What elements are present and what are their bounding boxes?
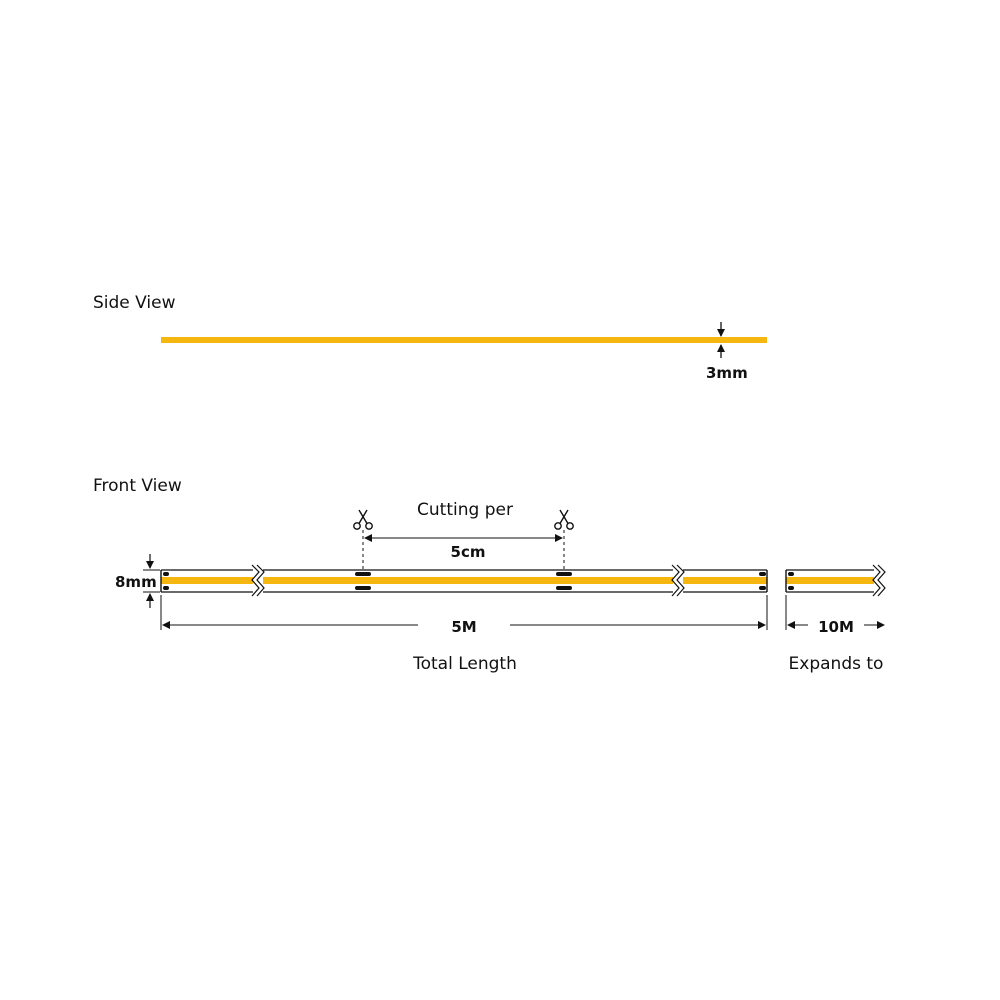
thickness-label: 3mm (706, 364, 748, 382)
end-pads-right (759, 572, 766, 590)
zigzag-break-icon (251, 564, 265, 597)
cutting-title: Cutting per (417, 500, 513, 520)
expand-length-dimension (785, 595, 885, 630)
end-pads-left (163, 572, 169, 590)
scissors-icon (353, 509, 373, 530)
total-length-dimension (160, 595, 768, 630)
expands-caption: Expands to (789, 654, 884, 674)
cut-pads-1 (355, 572, 371, 590)
expand-length-label: 10M (818, 618, 854, 636)
width-dimension (143, 554, 160, 608)
side-view-strip (161, 337, 767, 343)
length-label: 5M (451, 618, 476, 636)
front-view-title: Front View (93, 476, 182, 496)
expansion-strip (785, 569, 874, 593)
side-view-title: Side View (93, 293, 176, 313)
width-label: 8mm (115, 573, 157, 591)
total-length-caption: Total Length (412, 654, 517, 674)
cutting-interval-label: 5cm (451, 543, 486, 561)
cut-pads-2 (556, 572, 572, 590)
scissors-icon (554, 509, 574, 530)
front-view-strip (160, 569, 768, 593)
zigzag-break-icon (671, 564, 685, 597)
zigzag-break-icon (872, 564, 886, 597)
